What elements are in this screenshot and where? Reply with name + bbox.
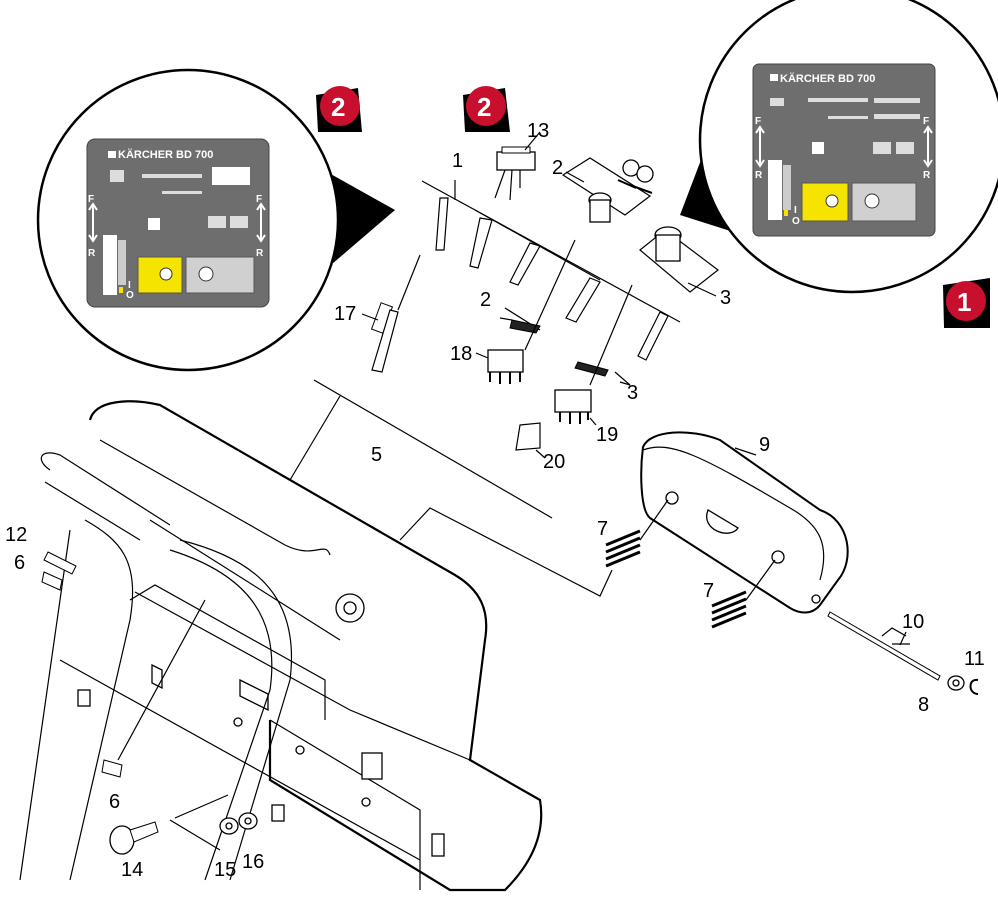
callout-16: 16: [242, 851, 264, 873]
left-forward-label: F: [88, 194, 94, 205]
control-panel-plate: [421, 180, 681, 361]
right-reverse-label: R: [755, 170, 763, 181]
right-direction-arrows-icon: [755, 125, 765, 168]
callout-6-top: 6: [14, 552, 25, 574]
contact-block-part-18: [487, 239, 576, 384]
left-panel-title: KÄRCHER BD 700: [118, 148, 213, 161]
callout-18: 18: [450, 343, 472, 365]
callout-14: 14: [121, 859, 143, 881]
right-switch-i: I: [794, 205, 797, 216]
callout-13: 13: [527, 120, 549, 142]
callout-7-top: 7: [597, 518, 608, 540]
pin-part-6-top: [41, 571, 63, 591]
washer-part-15: [219, 817, 239, 835]
clip-part-11: [969, 678, 979, 695]
callout-7-bottom: 7: [703, 580, 714, 602]
spring-part-7-top: [605, 499, 669, 568]
left-direction-arrows-right-icon: [256, 202, 266, 243]
badge-left-number: 2: [331, 92, 345, 122]
connector-part-13: [494, 146, 536, 201]
spring-part-7-bottom: [711, 559, 776, 629]
callout-3-bottom: 3: [627, 382, 638, 404]
rod-part-17: [370, 254, 421, 373]
callout-1: 1: [452, 150, 463, 172]
right-panel-title: KÄRCHER BD 700: [780, 72, 875, 85]
right-switch-o: O: [792, 216, 800, 227]
right-direction-arrows-right-icon: [923, 125, 933, 168]
left-forward-label-right: F: [256, 194, 262, 205]
left-control-panel: KÄRCHER BD 700 F R F R I O: [86, 138, 270, 308]
right-key-switch-yellow: [801, 182, 849, 222]
badge-center: 2: [463, 86, 510, 132]
callout-6-bottom: 6: [109, 791, 120, 813]
right-forward-label-right: F: [923, 116, 929, 127]
callout-15: 15: [214, 859, 236, 881]
callout-19: 19: [596, 424, 618, 446]
axle-part-10: [827, 611, 941, 681]
right-forward-label: F: [755, 116, 761, 127]
callout-2-top: 2: [552, 157, 563, 179]
bolt-part-14: [109, 794, 229, 855]
callout-labels: 1 2 2 3 3 5 6 6 7 7 8 9 10 11 12 13 14 1…: [5, 120, 985, 881]
left-switch-o: O: [126, 290, 134, 301]
callout-17: 17: [334, 303, 356, 325]
key-switch-part-2: [561, 157, 654, 223]
callout-20: 20: [543, 451, 565, 473]
left-reverse-label-right: R: [256, 248, 264, 259]
pedal-part-9: [640, 431, 849, 614]
nut-part-16: [238, 812, 258, 830]
callout-8: 8: [918, 694, 929, 716]
left-direction-arrows-icon: [88, 202, 98, 243]
switch-part-3: [639, 226, 719, 293]
callout-11: 11: [964, 648, 985, 670]
left-detail-magnifier: KÄRCHER BD 700 F R F R I O: [36, 68, 395, 372]
pin-part-12: [43, 551, 77, 575]
callout-5: 5: [371, 444, 382, 466]
panel-part-5-lines: [289, 379, 613, 597]
callout-10: 10: [902, 611, 924, 633]
right-reverse-label-right: R: [923, 170, 931, 181]
leader-lines: [361, 131, 907, 646]
callout-3-top: 3: [720, 287, 731, 309]
badge-center-number: 2: [477, 92, 491, 122]
right-control-panel: KÄRCHER BD 700 F R F R I O: [752, 63, 936, 237]
handle-frame: [19, 452, 421, 881]
left-switch-i: I: [128, 280, 131, 291]
label-part-20: [515, 422, 541, 451]
left-reverse-label: R: [88, 248, 96, 259]
washer-part-8: [947, 675, 965, 691]
main-housing: [88, 400, 543, 892]
callout-9: 9: [759, 434, 770, 456]
badge-right: 1: [943, 278, 990, 328]
badge-left: 2: [316, 86, 362, 132]
callout-12: 12: [5, 524, 27, 546]
contact-block-part-19: [554, 284, 633, 424]
badge-right-number: 1: [957, 287, 971, 317]
right-detail-magnifier: KÄRCHER BD 700 F R F R I O: [680, 0, 998, 294]
callout-2-bottom: 2: [480, 289, 491, 311]
pin-part-6-bottom: [101, 599, 206, 778]
